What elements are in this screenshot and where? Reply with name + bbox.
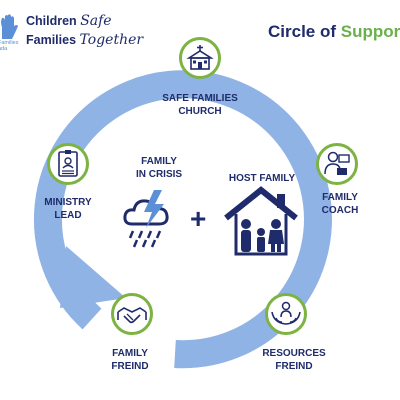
plus-sign: + [190,203,207,234]
handshake-icon [117,307,147,324]
storm-cloud-icon [123,190,169,248]
ring-arrowhead [60,246,126,308]
hand-logo-icon [1,14,18,39]
logo-safe: Safe [80,13,112,29]
title-part-1: Circle of [268,22,337,41]
church-node [179,37,221,79]
logo-line-1: Children Safe [26,13,112,29]
church-icon [186,45,214,70]
resources-hands-icon [271,301,301,325]
logo-together: Together [79,32,144,48]
coach-icon [324,151,350,175]
lightning-bolt-icon [144,190,164,228]
church-label: SAFE FAMILIES CHURCH [162,93,238,117]
id-badge-icon [58,150,78,177]
title-part-2: Suppor [340,22,400,41]
ministry-label: MINISTRY LEAD [44,197,92,221]
friend-node [111,293,153,335]
coach-label: FAMILY COACH [321,192,359,216]
logo-line-2: Families Together [26,32,143,48]
friend-label: FAMILY FREIND [111,348,149,372]
coach-node [316,143,358,185]
crisis-label: FAMILY IN CRISIS [135,156,183,180]
page-title: Circle of Suppor [268,22,400,42]
logo-families: Families [26,33,77,47]
host-family-house-icon [224,186,298,256]
resources-label: RESOURCES FREIND [262,348,326,372]
logo-children: Children [26,14,77,28]
logo-subtext: Families ada [0,40,19,52]
host-family-label: HOST FAMILY [228,173,296,184]
ministry-node [47,143,89,185]
resources-node [265,293,307,335]
